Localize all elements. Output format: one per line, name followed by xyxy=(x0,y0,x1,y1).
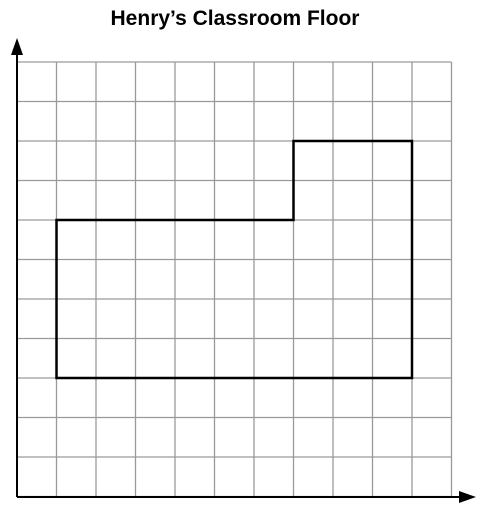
classroom-floor-outline xyxy=(55,139,414,380)
diagram-title: Henry’s Classroom Floor xyxy=(110,7,360,30)
y-axis-arrow-icon xyxy=(11,38,23,55)
axes xyxy=(11,38,476,503)
grid xyxy=(16,61,453,498)
x-axis-arrow-icon xyxy=(459,491,476,503)
